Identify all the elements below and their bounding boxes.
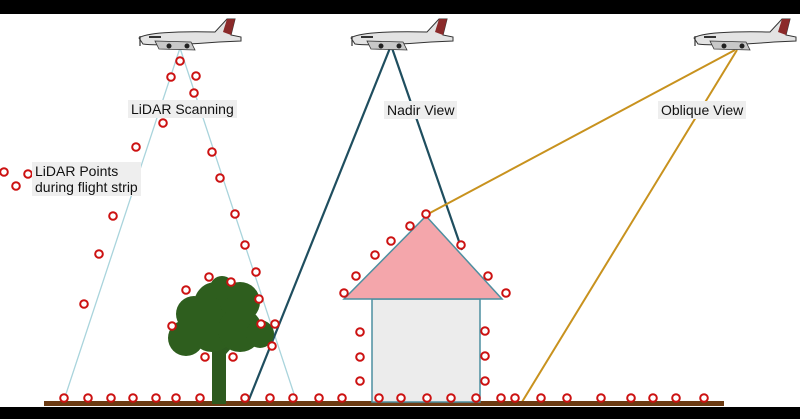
lidar-point-marker [0,167,9,177]
nadir-beam-right [390,47,464,251]
lidar-point-marker [355,327,365,337]
lidar-point-marker [207,147,217,157]
lidar-point-marker [405,221,415,231]
lidar-point-marker [471,393,481,403]
lidar-point-marker [256,319,266,329]
lidar-point-marker [351,271,361,281]
lidar-point-marker [181,285,191,295]
lidar-point-marker [355,352,365,362]
ground-line [44,401,724,406]
oblique-beam-upper [427,49,736,215]
lidar-points [0,56,709,403]
lidar-point-marker [167,321,177,331]
lidar-point-marker [204,272,214,282]
lidar-point-marker [480,326,490,336]
lidar-point-marker [396,393,406,403]
lidar-point-marker [240,393,250,403]
lidar-point-marker [265,393,275,403]
lidar-point-marker [386,236,396,246]
lidar-point-marker [226,277,236,287]
lidar-point-marker [23,169,33,179]
lidar-point-marker [94,249,104,259]
lidar-point-marker [171,393,181,403]
lidar-point-marker [671,393,681,403]
lidar-point-marker [267,341,277,351]
lidar-point-marker [11,181,21,191]
lidar-point-marker [536,393,546,403]
lidar-points-label-line2: during flight strip [35,179,138,195]
lidar-point-marker [501,288,511,298]
lidar-points-label-line1: LiDAR Points [35,163,119,179]
nadir-view-label: Nadir View [384,101,458,119]
lidar-point-marker [195,393,205,403]
lidar-point-marker [106,393,116,403]
lidar-point-marker [288,393,298,403]
lidar-point-marker [189,88,199,98]
lidar-point-marker [108,211,118,221]
lidar-point-marker [562,393,572,403]
lidar-point-marker [421,209,431,219]
lidar-point-marker [79,299,89,309]
lidar-point-marker [128,393,138,403]
house-wall [371,298,481,403]
lidar-point-marker [626,393,636,403]
house-roof [342,214,504,300]
lidar-point-marker [446,393,456,403]
lidar-point-marker [200,352,210,362]
airplane-lidar [138,18,242,51]
lidar-point-marker [339,288,349,298]
lidar-point-marker [254,294,264,304]
lidar-point-marker [166,72,176,82]
lidar-point-marker [355,376,365,386]
tree-canopy [168,276,274,356]
lidar-point-marker [59,393,69,403]
airplane-nadir [350,18,454,51]
lidar-point-marker [158,118,168,128]
lidar-point-marker [83,393,93,403]
lidar-point-marker [191,71,201,81]
lidar-point-marker [228,352,238,362]
lidar-point-marker [480,351,490,361]
lidar-point-marker [374,393,384,403]
lidar-point-marker [175,56,185,66]
lidar-point-marker [314,393,324,403]
lidar-scanning-label: LiDAR Scanning [128,100,237,118]
oblique-view-label: Oblique View [658,101,747,119]
lidar-point-marker [270,319,280,329]
lidar-points-label: LiDAR Points during flight strip [32,162,141,196]
airplane-oblique [693,18,797,51]
lidar-point-marker [215,173,225,183]
house [342,214,504,403]
lidar-point-marker [456,240,466,250]
lidar-point-marker [422,393,432,403]
lidar-point-marker [480,376,490,386]
lidar-point-marker [370,250,380,260]
lidar-point-marker [596,393,606,403]
lidar-point-marker [510,393,520,403]
lidar-point-marker [131,142,141,152]
lidar-point-marker [496,393,506,403]
lidar-point-marker [230,209,240,219]
lidar-point-marker [699,393,709,403]
lidar-point-marker [337,393,347,403]
lidar-point-marker [648,393,658,403]
lidar-point-marker [483,271,493,281]
lidar-point-marker [151,393,161,403]
lidar-point-marker [251,267,261,277]
lidar-point-marker [240,240,250,250]
tree [168,276,274,404]
